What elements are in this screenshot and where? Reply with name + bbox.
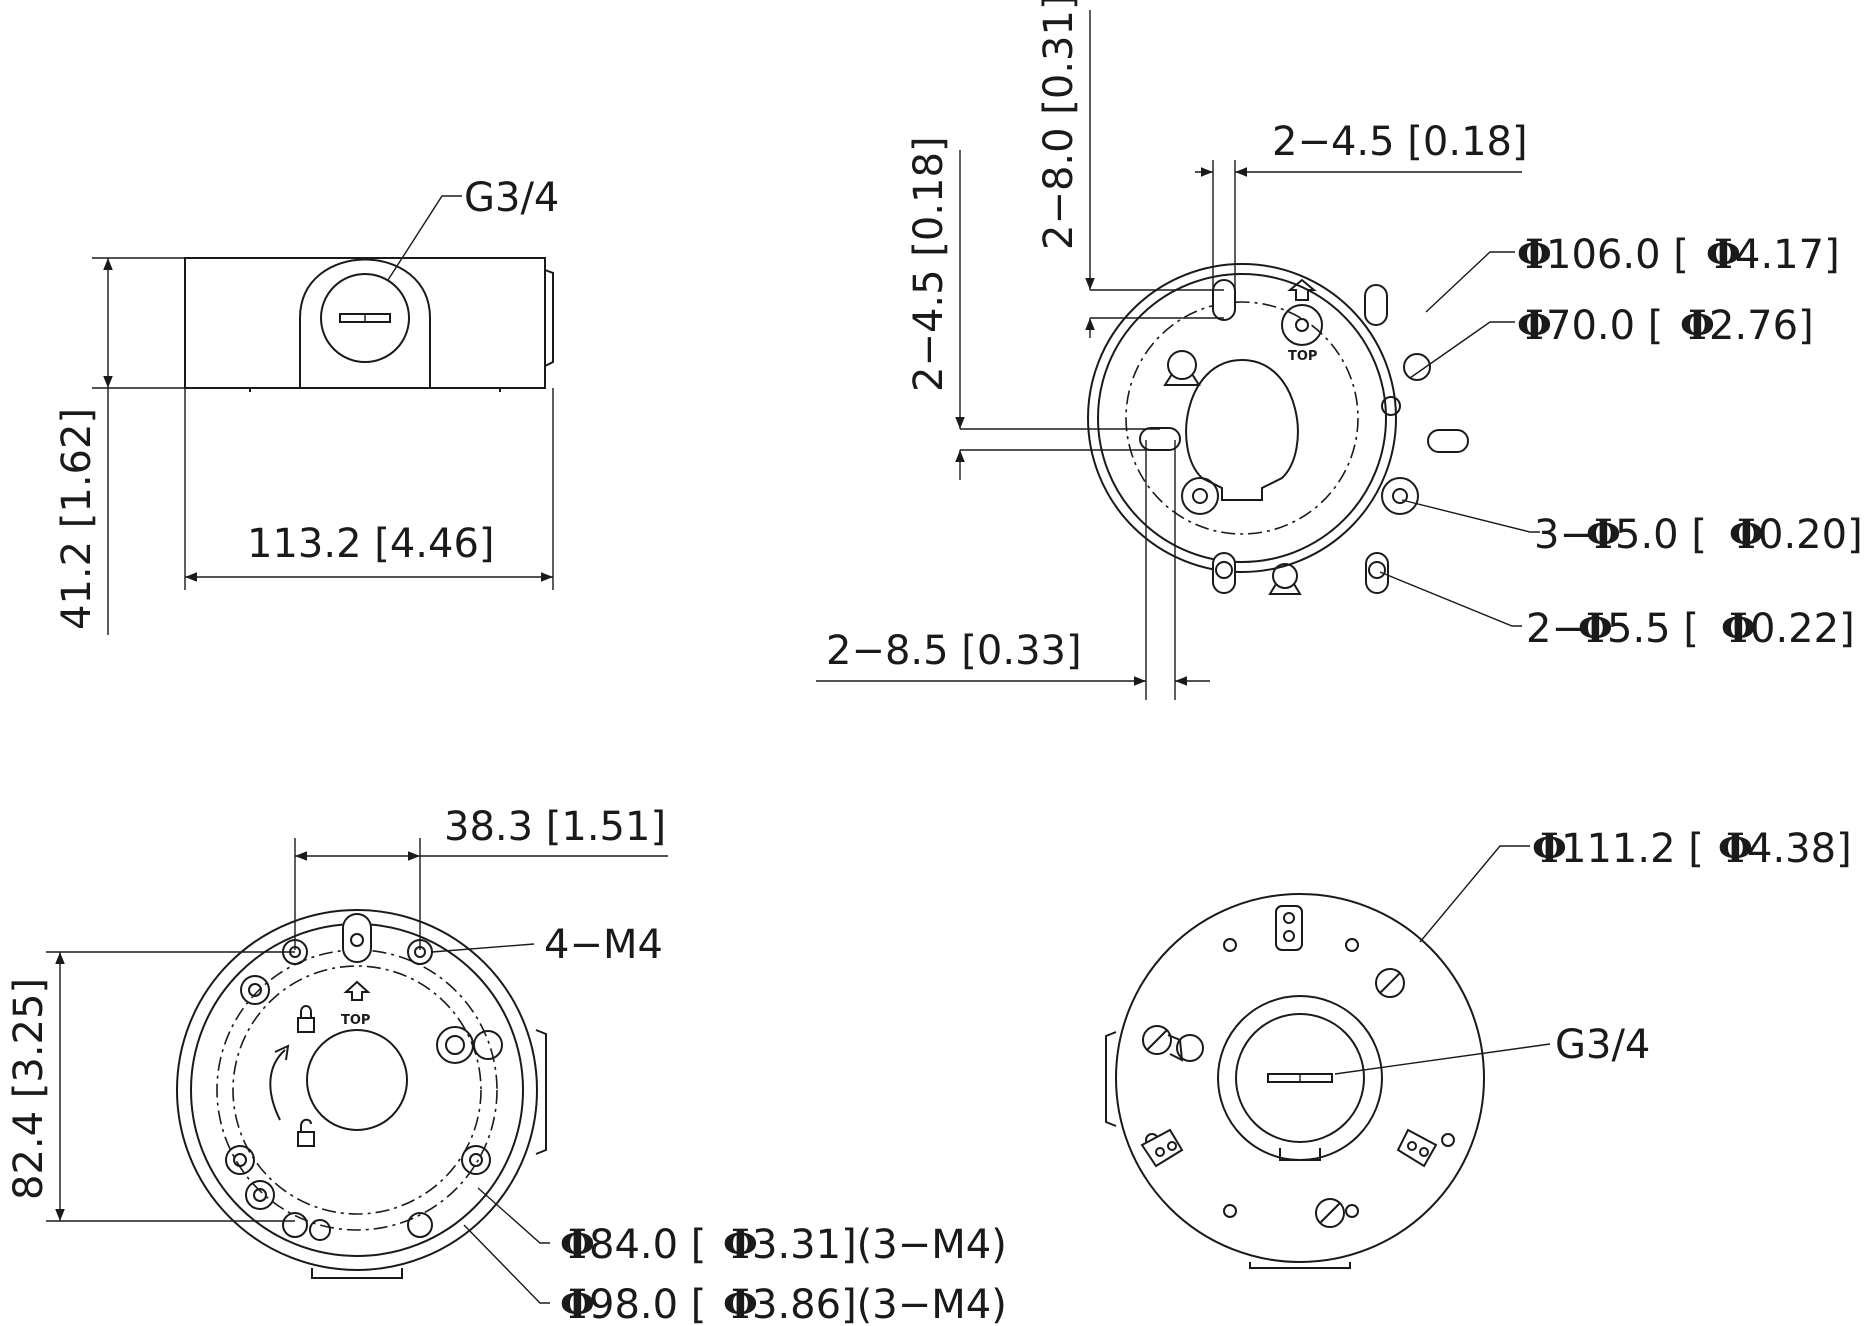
dia-111-2: 111.2 [ bbox=[1561, 826, 1704, 872]
phi-symbol: Φ bbox=[560, 1221, 595, 1268]
phi-symbol: Φ bbox=[1532, 825, 1567, 872]
phi-symbol: Φ bbox=[723, 1281, 758, 1326]
holes-3-dia: 5.0 [ bbox=[1615, 512, 1707, 558]
top-marker-bottom: TOP bbox=[341, 1013, 370, 1028]
top-view: 2−4.5 [0.18] 2−8.0 [0.31] 2−4.5 [0.18] 2… bbox=[816, 0, 1863, 700]
m4-label: 4−M4 bbox=[544, 922, 663, 968]
bottom-right-view: Φ 111.2 [ Φ 4.38] G3/4 bbox=[1105, 825, 1852, 1269]
dim-2-8-5: 2−8.5 [0.33] bbox=[826, 628, 1082, 674]
dia-106-inch: 4.17] bbox=[1735, 232, 1840, 278]
phi-symbol: Φ bbox=[1729, 511, 1764, 558]
dia-70-inch: 2.76] bbox=[1709, 303, 1814, 349]
side-height-dimension: 41.2 [1.62] bbox=[54, 408, 100, 630]
phi-symbol: Φ bbox=[723, 1221, 758, 1268]
dia-106: 106.0 [ bbox=[1546, 232, 1689, 278]
dia-84-inch: 3.31](3−M4) bbox=[752, 1222, 1007, 1268]
phi-symbol: Φ bbox=[1578, 605, 1613, 652]
phi-symbol: Φ bbox=[1706, 231, 1741, 278]
dia-98-inch: 3.86](3−M4) bbox=[752, 1282, 1007, 1326]
bottom-left-view: 38.3 [1.51] 4−M4 82.4 [3.25] TOP Φ 84.0 … bbox=[6, 804, 1007, 1326]
holes-3-prefix: 3− bbox=[1534, 512, 1593, 558]
holes-3-inch: 0.20] bbox=[1758, 512, 1863, 558]
side-view: G3/4 113.2 [4.46] 41.2 [1.62] bbox=[54, 175, 559, 635]
phi-symbol: Φ bbox=[1586, 511, 1621, 558]
dia-111-2-inch: 4.38] bbox=[1747, 826, 1852, 872]
holes-2-prefix: 2− bbox=[1526, 606, 1585, 652]
phi-symbol: Φ bbox=[560, 1281, 595, 1326]
dim-82-4: 82.4 [3.25] bbox=[6, 978, 52, 1200]
holes-2-dia: 5.5 [ bbox=[1607, 606, 1699, 652]
side-width-dimension: 113.2 [4.46] bbox=[247, 521, 495, 567]
phi-symbol: Φ bbox=[1718, 825, 1753, 872]
side-thread-label: G3/4 bbox=[464, 175, 559, 221]
bottom-thread-label: G3/4 bbox=[1555, 1022, 1650, 1068]
phi-symbol: Φ bbox=[1517, 231, 1552, 278]
phi-symbol: Φ bbox=[1721, 605, 1756, 652]
dim-2-4-5-left: 2−4.5 [0.18] bbox=[906, 136, 952, 392]
dim-2-8-0: 2−8.0 [0.31] bbox=[1036, 0, 1082, 250]
dia-98: 98.0 [ bbox=[589, 1282, 706, 1326]
dia-84: 84.0 [ bbox=[589, 1222, 706, 1268]
dim-38-3: 38.3 [1.51] bbox=[444, 804, 666, 850]
dia-70: 70.0 [ bbox=[1546, 303, 1663, 349]
top-marker: TOP bbox=[1288, 349, 1317, 364]
phi-symbol: Φ bbox=[1680, 302, 1715, 349]
phi-symbol: Φ bbox=[1517, 302, 1552, 349]
holes-2-inch: 0.22] bbox=[1750, 606, 1855, 652]
dim-2-4-5-top: 2−4.5 [0.18] bbox=[1272, 119, 1528, 165]
